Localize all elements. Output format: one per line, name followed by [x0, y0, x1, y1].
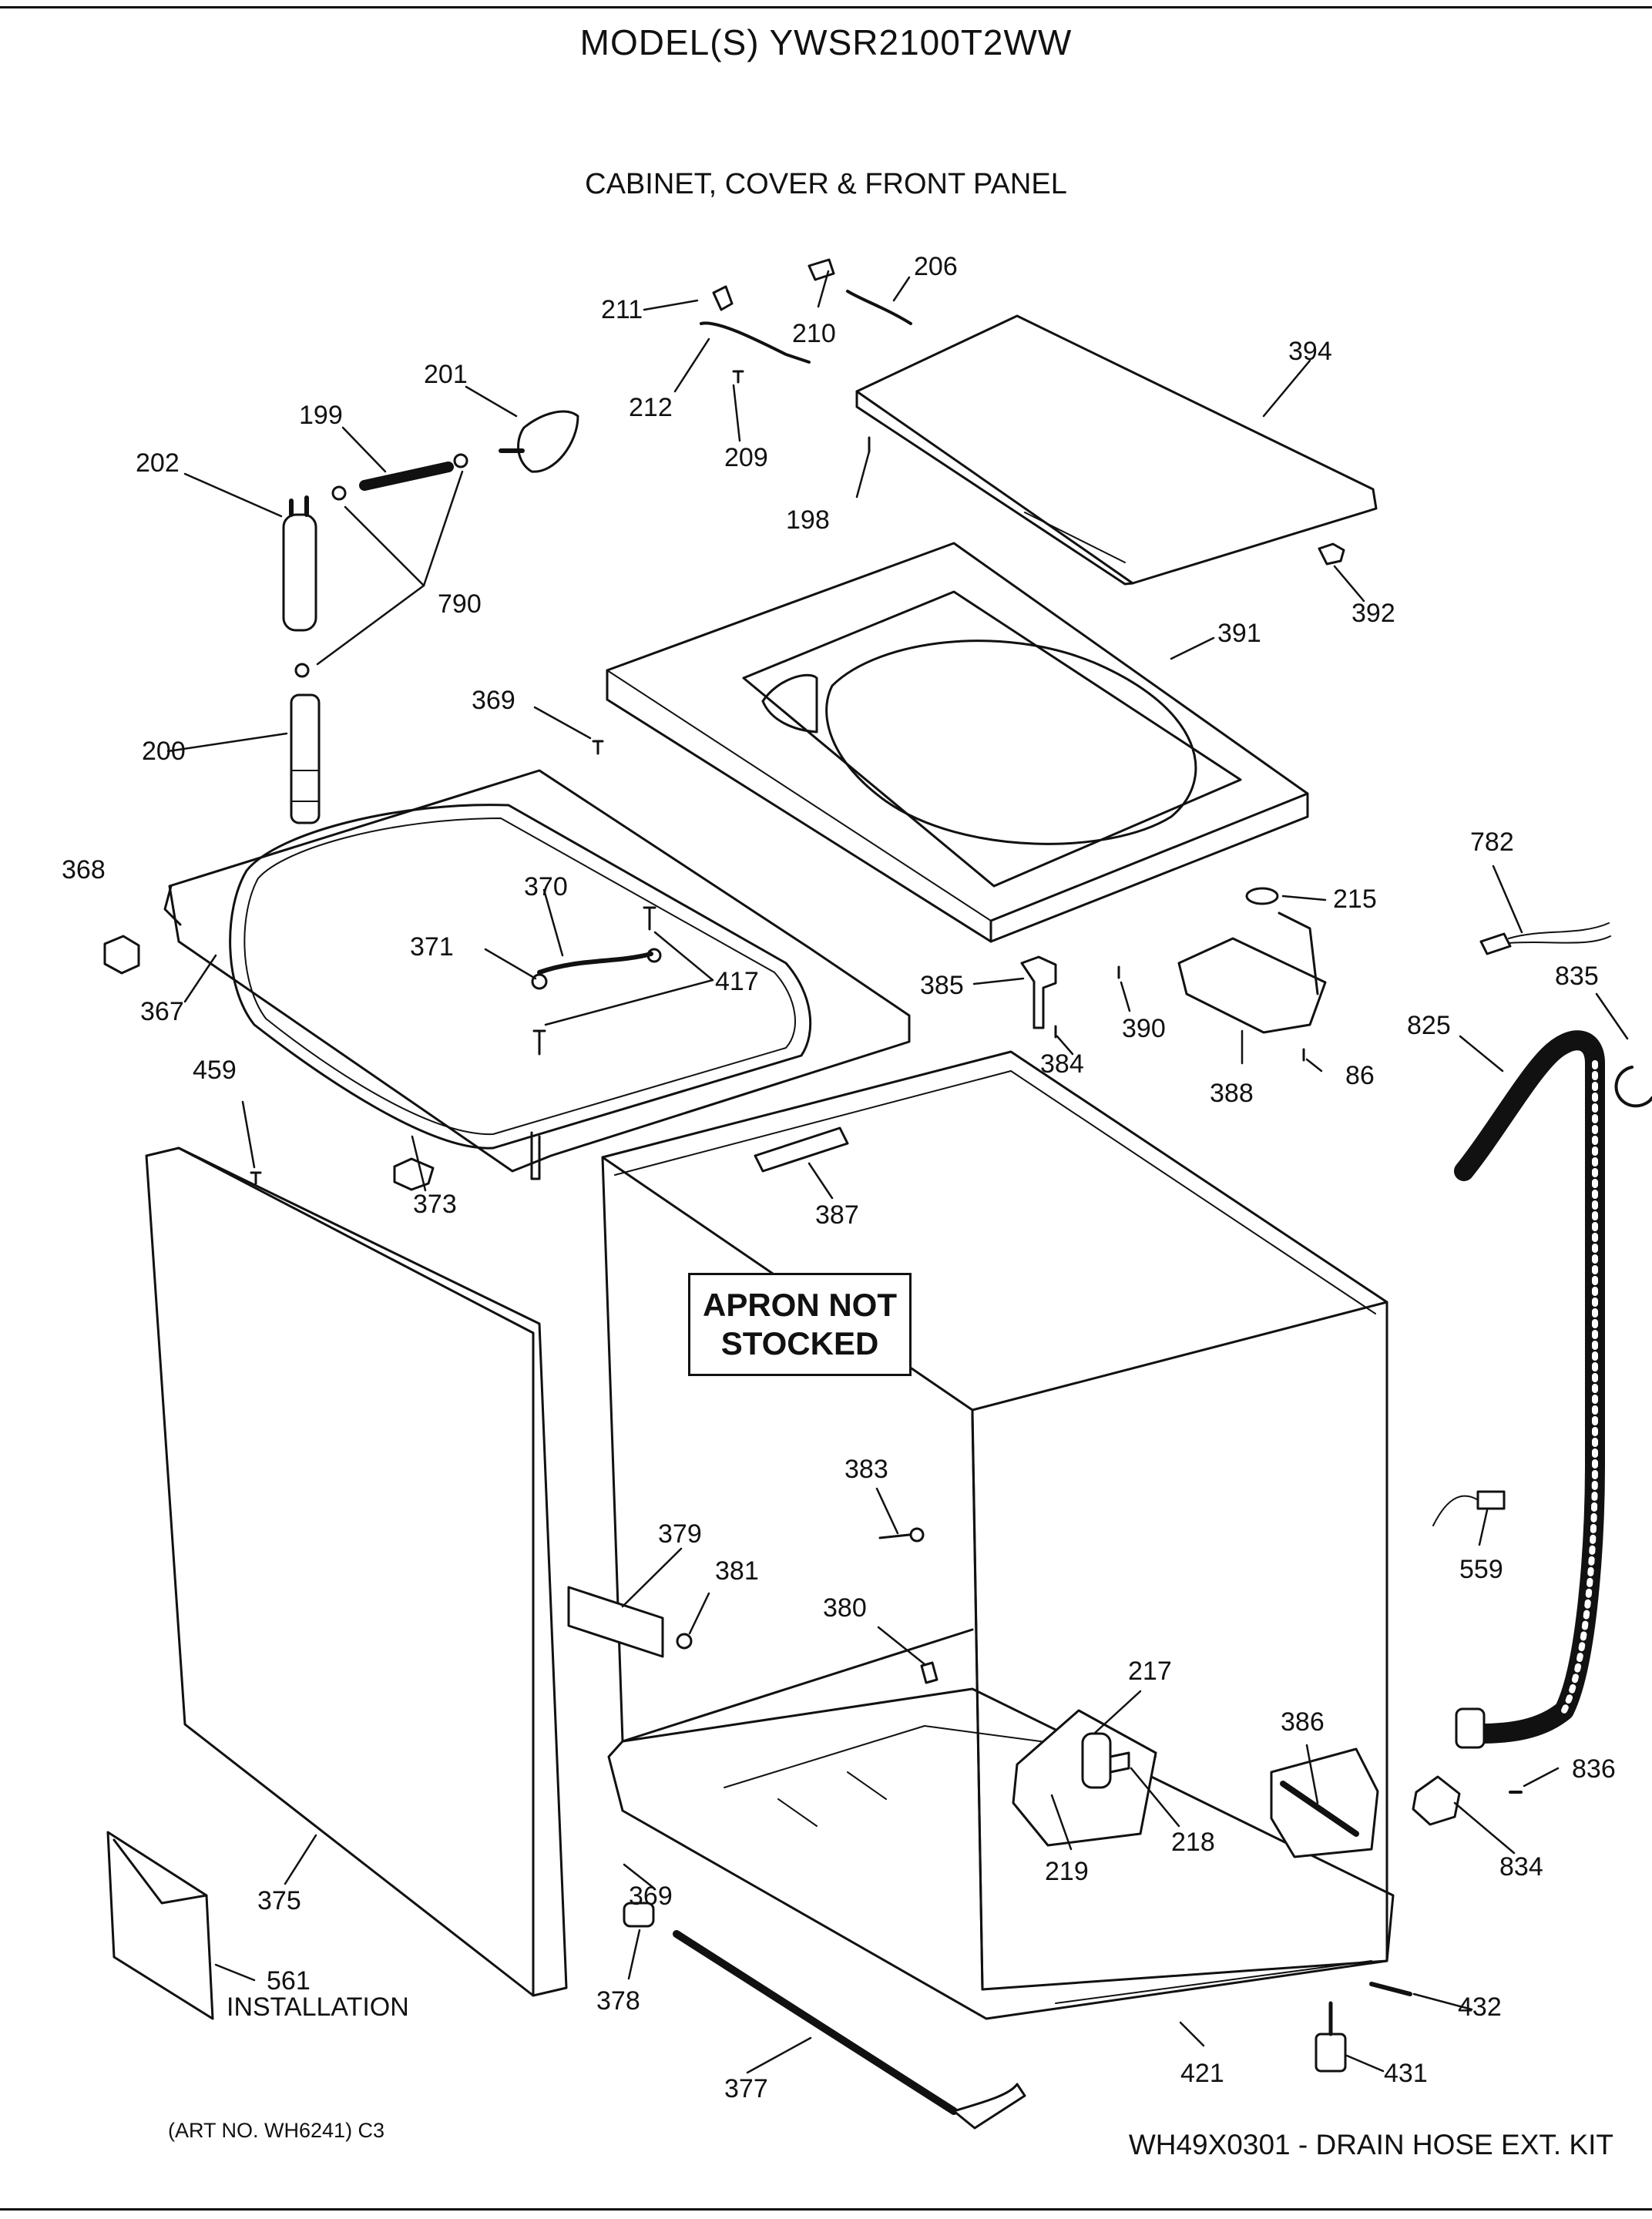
rail-379 — [567, 1586, 664, 1658]
part-label: 218 — [1171, 1828, 1215, 1857]
part-label: 390 — [1122, 1014, 1166, 1043]
top-border — [0, 6, 1652, 8]
part-label: 790 — [438, 589, 482, 619]
part-label: 369 — [629, 1882, 673, 1911]
part-label: 198 — [786, 505, 830, 535]
part-label: 379 — [658, 1519, 702, 1549]
part-label: 373 — [413, 1190, 457, 1219]
part-label: 370 — [524, 872, 568, 901]
side-panel-375 — [145, 1146, 568, 1997]
harness-782 — [1479, 932, 1512, 955]
strap-370 — [537, 952, 653, 975]
harness-559 — [1432, 1495, 1480, 1526]
rod-199 — [359, 462, 454, 491]
installation-label: INSTALLATION — [227, 1992, 409, 2022]
part-label: 369 — [472, 686, 515, 715]
part-label: 368 — [62, 855, 106, 885]
part-label: 215 — [1333, 885, 1377, 914]
part-label: 210 — [792, 319, 836, 348]
part-label: 782 — [1470, 828, 1514, 857]
apron-not-stocked-callout: APRON NOT STOCKED — [688, 1273, 912, 1376]
clamp-835 — [1614, 1066, 1652, 1108]
switch-211 — [712, 285, 734, 311]
handle-201 — [517, 410, 579, 473]
part-label: 384 — [1040, 1049, 1084, 1079]
rod-377 — [673, 1930, 958, 2115]
bumper-392 — [1318, 542, 1345, 566]
top-cover-391 — [606, 542, 1309, 943]
part-label: 835 — [1555, 962, 1599, 991]
clip-373 — [393, 1157, 435, 1191]
bracket-212 — [700, 321, 811, 364]
lid-394 — [855, 314, 1378, 585]
part-label: 367 — [140, 997, 184, 1026]
part-label: 377 — [724, 2074, 768, 2103]
part-label: 387 — [815, 1200, 859, 1230]
model-title: MODEL(S) YWSR2100T2WW — [579, 22, 1073, 62]
part-label: 86 — [1345, 1061, 1375, 1090]
lid-switch-388 — [1177, 937, 1327, 1034]
part-label: 392 — [1351, 599, 1395, 628]
part-label: 394 — [1288, 337, 1332, 366]
kit-note: WH49X0301 - DRAIN HOSE EXT. KIT — [1128, 2129, 1613, 2160]
part-label: 431 — [1384, 2059, 1428, 2088]
leveler-431 — [1315, 2033, 1347, 2073]
base-frame — [607, 1687, 1395, 2020]
part-label: 417 — [715, 967, 759, 996]
bracket-834 — [1412, 1775, 1461, 1826]
part-label: 421 — [1180, 2059, 1224, 2088]
pin-432 — [1369, 1982, 1412, 1996]
apron-line-1: APRON NOT — [703, 1287, 897, 1323]
part-label: 371 — [410, 932, 454, 962]
part-label: 388 — [1210, 1079, 1254, 1108]
bottom-border — [0, 2208, 1652, 2211]
spring-210 — [808, 258, 835, 281]
part-label: 834 — [1499, 1852, 1543, 1882]
part-label: 199 — [299, 401, 343, 430]
part-label: 383 — [844, 1455, 888, 1484]
part-label: 561 — [267, 1966, 311, 1996]
foot-378 — [623, 1902, 655, 1928]
cabinet-body — [601, 1050, 1388, 1991]
part-label: 380 — [823, 1593, 867, 1623]
part-label: 836 — [1572, 1754, 1616, 1784]
clip-368 — [103, 935, 140, 975]
bar-387 — [754, 1126, 849, 1173]
part-label: 559 — [1459, 1555, 1503, 1584]
bracket-385 — [1020, 955, 1057, 1029]
tube-202 — [282, 513, 317, 632]
part-label: 825 — [1407, 1011, 1451, 1040]
section-title: CABINET, COVER & FRONT PANEL — [585, 168, 1067, 200]
envelope-561 — [106, 1831, 214, 2020]
art-number: (ART NO. WH6241) C3 — [168, 2119, 385, 2142]
part-label: 459 — [193, 1056, 237, 1085]
part-label: 206 — [914, 252, 958, 281]
part-label: 219 — [1045, 1857, 1089, 1886]
part-label: 212 — [629, 393, 673, 422]
disc-215 — [1245, 887, 1279, 905]
part-label: 202 — [136, 448, 180, 478]
part-label: 378 — [596, 1986, 640, 2016]
part-label: 201 — [424, 360, 468, 389]
part-label: 375 — [257, 1886, 301, 1915]
part-label: 391 — [1217, 619, 1261, 648]
part-label: 432 — [1458, 1992, 1502, 2022]
part-label: 386 — [1281, 1707, 1325, 1737]
part-label: 217 — [1128, 1657, 1172, 1686]
tube-200 — [290, 693, 321, 824]
part-label: 209 — [724, 443, 768, 472]
drain-hose-825 — [1454, 1030, 1605, 1744]
part-label: 211 — [601, 295, 643, 324]
part-label: 381 — [715, 1556, 759, 1586]
wire-206 — [846, 290, 912, 325]
part-label: 385 — [920, 971, 964, 1000]
part-label: 200 — [142, 737, 186, 766]
apron-line-2: STOCKED — [720, 1325, 879, 1361]
